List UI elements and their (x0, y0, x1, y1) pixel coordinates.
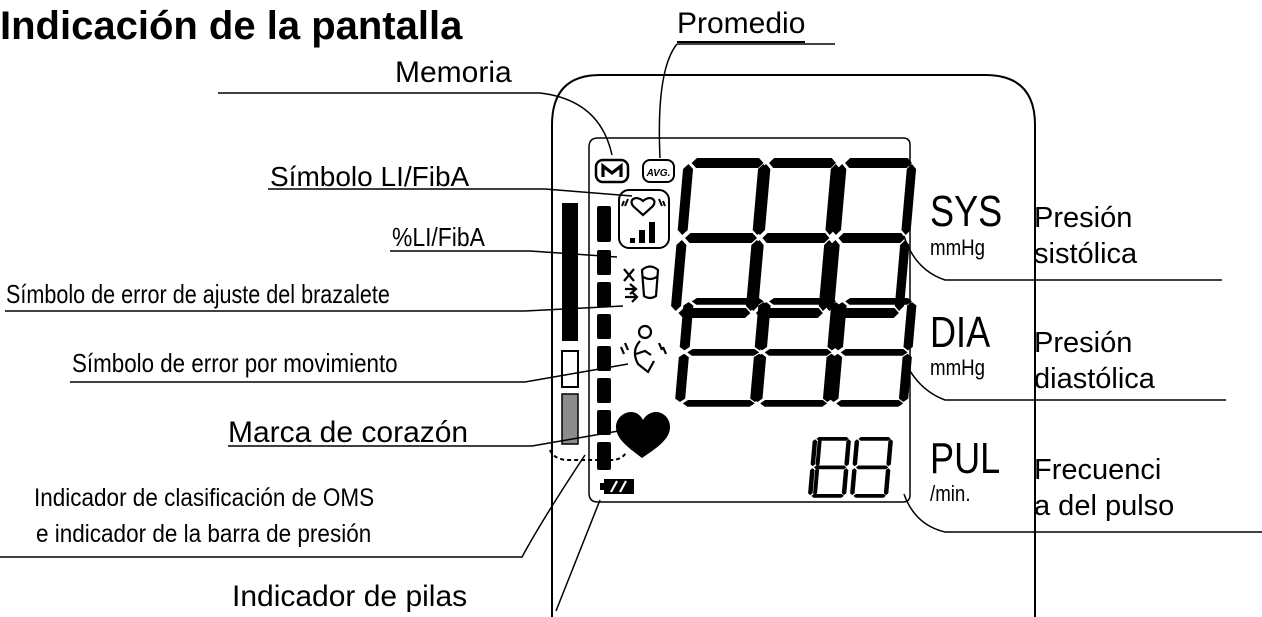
memory-badge (594, 158, 630, 184)
avg-badge: AVG. (642, 159, 675, 183)
movement-error-icon (619, 324, 668, 374)
pressure-bar (597, 206, 611, 470)
lcd-frame (588, 137, 911, 503)
ihb-afib-symbol-label: Símbolo LI/FibA (270, 161, 470, 192)
systolic-label-line1: Presión (1034, 202, 1133, 234)
page-title: Indicación de la pantalla (0, 4, 463, 48)
who-classification-bar (561, 203, 579, 445)
dia-display-label: DIA (930, 308, 991, 357)
pul-unit: /min. (930, 481, 971, 506)
systolic-label-line2: sistólica (1034, 238, 1138, 270)
average-label: Promedio (677, 9, 806, 43)
who-indicator-label-line2: e indicador de la barra de presión (36, 520, 372, 548)
movement-error-label: Símbolo de error por movimiento (72, 348, 398, 378)
systolic-digits (670, 158, 917, 318)
diastolic-label-line2: diastólica (1034, 363, 1155, 395)
heart-mark-icon (616, 412, 670, 458)
memory-label: Memoria (395, 56, 512, 89)
dia-unit: mmHg (930, 355, 986, 380)
cuff-wrap-error-label: Símbolo de error de ajuste del brazalete (6, 279, 390, 309)
sys-unit: mmHg (930, 235, 986, 260)
pulse-digits (807, 437, 894, 498)
ihb-afib-symbol (618, 189, 670, 249)
pulse-label-line1: Frecuenci (1034, 454, 1162, 486)
pulse-label-line2: a del pulso (1034, 490, 1175, 522)
svg-text:AVG.: AVG. (646, 168, 671, 179)
battery-indicator-label: Indicador de pilas (232, 580, 468, 613)
device-outline (551, 74, 1036, 617)
sys-display-label: SYS (930, 187, 1003, 236)
bar-bracket (549, 449, 627, 461)
leader-lines (0, 43, 1262, 612)
pul-display-label: PUL (930, 434, 1001, 483)
cuff-wrap-error-icon (623, 265, 660, 303)
battery-icon (600, 479, 634, 494)
ihb-afib-percent-label: %LI/FibA (392, 222, 485, 252)
heart-mark-label: Marca de corazón (228, 416, 469, 449)
diastolic-label-line1: Presión (1034, 327, 1133, 359)
who-indicator-label-line1: Indicador de clasificación de OMS (34, 484, 375, 512)
